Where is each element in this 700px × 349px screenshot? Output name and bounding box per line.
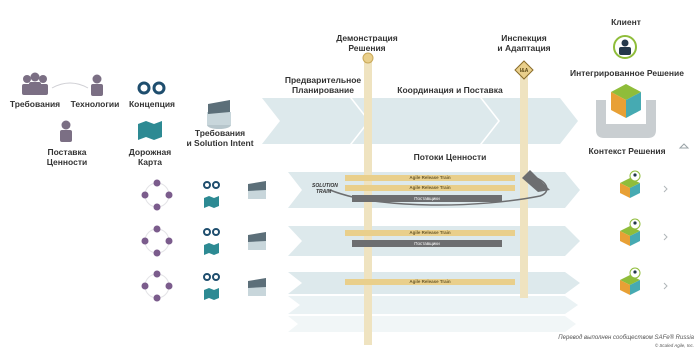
integrated-solution-icon bbox=[596, 84, 656, 138]
solution-train-label: SOLUTION TRAIN bbox=[312, 183, 338, 195]
inspect-label: Инспекция и Адаптация bbox=[497, 33, 551, 53]
prelim-planning-label: Предварительное Планирование bbox=[284, 75, 362, 95]
roadmap-label: Дорожная Карта bbox=[128, 147, 172, 167]
process-arrow-3 bbox=[482, 98, 578, 144]
value-delivery-label: Поставка Ценности bbox=[46, 147, 88, 167]
connector-line bbox=[51, 82, 89, 89]
technologies-label: Технологии bbox=[70, 99, 120, 109]
art-bar bbox=[345, 185, 515, 191]
supplier-bar bbox=[352, 195, 502, 202]
coordination-label: Координация и Поставка bbox=[397, 85, 503, 95]
process-arrow-2 bbox=[352, 98, 498, 144]
value-delivery-icon bbox=[60, 120, 72, 142]
map-icon bbox=[204, 196, 219, 300]
art-bar bbox=[345, 230, 515, 236]
art-label: Agile Release Train bbox=[409, 185, 451, 190]
demo-milestone-bar bbox=[364, 60, 372, 345]
art-bar bbox=[345, 279, 515, 285]
process-arrow-1 bbox=[262, 98, 368, 144]
inspect-milestone-bar bbox=[520, 76, 528, 298]
art-label: Agile Release Train bbox=[409, 279, 451, 284]
ia-badge-label: I&A bbox=[519, 68, 529, 74]
technologies-icon bbox=[91, 74, 103, 96]
requirements-label: Требования bbox=[9, 99, 61, 109]
value-stream-circle-2 bbox=[141, 225, 173, 257]
solution-intent-label: Требования и Solution Intent bbox=[186, 128, 254, 148]
binoculars-icon bbox=[137, 81, 166, 95]
demo-label: Демонстрация Решения bbox=[336, 33, 398, 53]
value-streams-label: Потоки Ценности bbox=[413, 152, 487, 162]
binoculars-icon bbox=[203, 181, 220, 281]
map-icon bbox=[138, 121, 162, 140]
context-cube-icon bbox=[620, 170, 641, 198]
solution-intent-icon bbox=[248, 181, 266, 296]
art-label: Agile Release Train bbox=[409, 230, 451, 235]
art-bar bbox=[345, 175, 515, 181]
footer-credit: Перевод выполнен сообществом SAFe® Russi… bbox=[558, 335, 694, 341]
client-label: Клиент bbox=[611, 17, 641, 27]
client-icon bbox=[613, 35, 637, 59]
chevron-up-icon[interactable] bbox=[678, 143, 690, 149]
context-solution-label: Контекст Решения bbox=[588, 146, 666, 156]
chevron-right-icon[interactable] bbox=[663, 185, 668, 290]
concept-label: Концепция bbox=[128, 99, 176, 109]
context-cube-icon bbox=[620, 267, 641, 295]
requirements-icon bbox=[22, 72, 48, 95]
solution-train-nose bbox=[522, 170, 550, 192]
solution-intent-icon bbox=[207, 100, 231, 129]
context-cube-icon bbox=[620, 218, 641, 246]
supplier-bar bbox=[352, 240, 502, 247]
suppliers-label: Поставщики bbox=[414, 196, 440, 201]
demo-milestone-dot bbox=[362, 52, 374, 64]
value-stream-fade-1 bbox=[288, 296, 578, 314]
ia-badge-icon bbox=[514, 60, 534, 80]
integrated-solution-label: Интегрированное Решение bbox=[570, 68, 684, 78]
solution-train-curve bbox=[329, 175, 548, 206]
art-label: Agile Release Train bbox=[409, 175, 451, 180]
value-stream-circle-3 bbox=[141, 270, 173, 302]
footer-copyright: © Scaled Agile, Inc. bbox=[654, 343, 694, 348]
value-stream-circle-1 bbox=[141, 179, 173, 211]
suppliers-label: Поставщики bbox=[414, 241, 440, 246]
value-stream-fade-2 bbox=[288, 316, 576, 332]
